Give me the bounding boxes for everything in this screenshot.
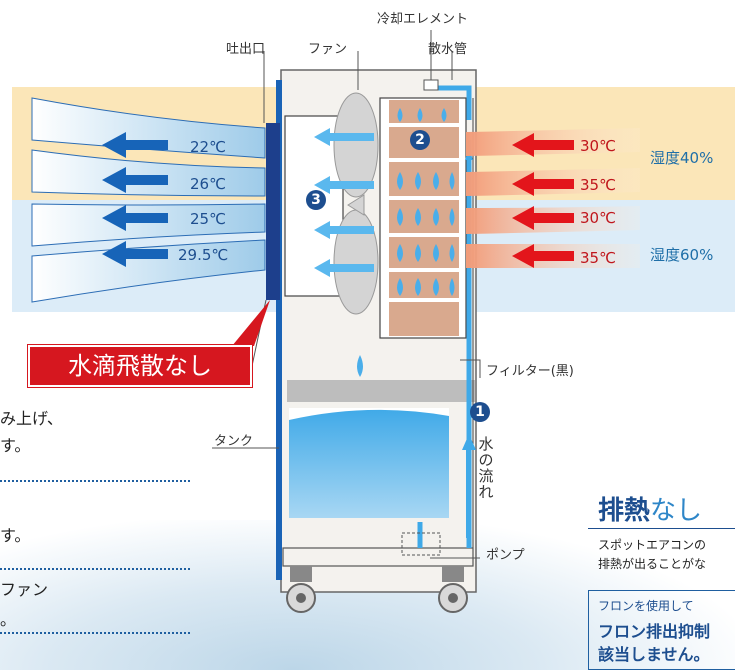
- left-text-line-2: す。: [0, 436, 31, 455]
- outlet-temp-3: 25℃: [190, 210, 226, 228]
- tank-water: [289, 408, 449, 518]
- inlet-temp-1: 30℃: [580, 137, 616, 155]
- step-1-badge: 1: [470, 402, 490, 422]
- spray-pipe: [430, 85, 472, 120]
- base: [282, 547, 474, 567]
- fan-label: ファン: [308, 42, 348, 57]
- leader-lines: [212, 30, 481, 559]
- description-line-2: 排熱が出ることがな: [598, 557, 707, 571]
- cabinet: [266, 69, 477, 593]
- heading-underline: [588, 528, 735, 529]
- warm-air-arrows: [512, 133, 574, 268]
- water-flow-arrow: [462, 434, 476, 538]
- left-divider-3: [0, 632, 190, 634]
- humidity-60: 湿度60%: [650, 246, 714, 264]
- freon-line-1: フロン排出抑制: [598, 622, 711, 641]
- outlet-grille: [266, 123, 280, 300]
- fan-airflow-arrows: [314, 128, 374, 277]
- outlet-temp-1: 22℃: [190, 138, 226, 156]
- heading-main: 排熱: [598, 496, 651, 526]
- water-pipe-label: 散水管: [428, 42, 468, 57]
- freon-title: フロンを使用して: [598, 599, 694, 613]
- tank-label: タンク: [214, 434, 254, 449]
- cooled-air-arrows: [102, 132, 168, 267]
- fan-blades: [333, 92, 379, 315]
- step-2-badge: 2: [410, 130, 430, 150]
- left-text-line-4: ファン: [0, 580, 49, 599]
- element-slats: [389, 123, 459, 302]
- left-divider-2: [0, 568, 190, 570]
- pump-label: ポンプ: [486, 548, 525, 563]
- outlet-temp-4: 29.5℃: [178, 246, 229, 264]
- no-exhaust-heading: 排熱なし: [598, 490, 702, 527]
- outlet-temp-2: 26℃: [190, 175, 226, 193]
- filter-label: フィルター(黒): [486, 364, 574, 379]
- callout-pointer: [232, 300, 270, 346]
- spray-nozzle: [423, 79, 439, 91]
- inlet-temp-3: 30℃: [580, 209, 616, 227]
- inlet-temp-4: 35℃: [580, 249, 616, 267]
- water-droplets: [357, 108, 455, 377]
- humidity-40: 湿度40%: [650, 149, 714, 167]
- water-flow-label: 水の流れ: [478, 435, 494, 501]
- cooled-air-streams: [31, 97, 266, 303]
- tank-surface: [289, 408, 449, 420]
- heading-suffix: なし: [650, 496, 703, 526]
- freon-line-2: 該当しません。: [598, 645, 710, 664]
- left-text-line-5: 。: [0, 610, 17, 629]
- step-3-badge: 3: [306, 190, 326, 210]
- wheels: [286, 566, 468, 613]
- description-line-1: スポットエアコンの: [598, 538, 707, 552]
- left-text-line-1: み上げ、: [0, 409, 63, 428]
- inlet-temp-2: 35℃: [580, 176, 616, 194]
- cooling-element-label: 冷却エレメント: [377, 12, 469, 27]
- no-splash-callout: 水滴飛散なし: [28, 345, 252, 387]
- left-text-line-3: す。: [0, 526, 31, 545]
- outlet-label: 吐出口: [226, 42, 266, 57]
- tank-lid: [287, 380, 475, 402]
- left-divider-1: [0, 480, 190, 482]
